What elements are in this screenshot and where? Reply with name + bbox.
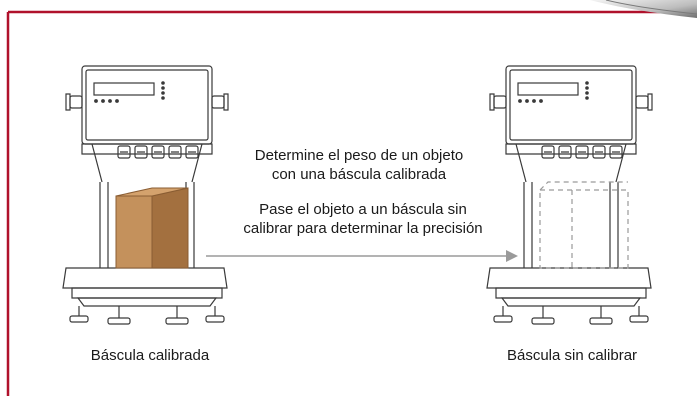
page-curl [590,0,697,18]
step-2-text: Pase el objeto a un báscula sin calibrar… [243,201,483,237]
box-icon [115,187,189,269]
uncalibrated-scale-icon [486,65,653,325]
transfer-arrow [206,250,518,262]
calibrated-scale-icon [62,65,229,325]
step-1-text: Determine el peso de un objeto con una b… [254,147,464,183]
uncalibrated-scale-label: Báscula sin calibrar [506,347,638,364]
calibrated-scale-label: Báscula calibrada [90,347,210,364]
frame-border [6,10,697,396]
dashed-box-outline [539,181,629,269]
